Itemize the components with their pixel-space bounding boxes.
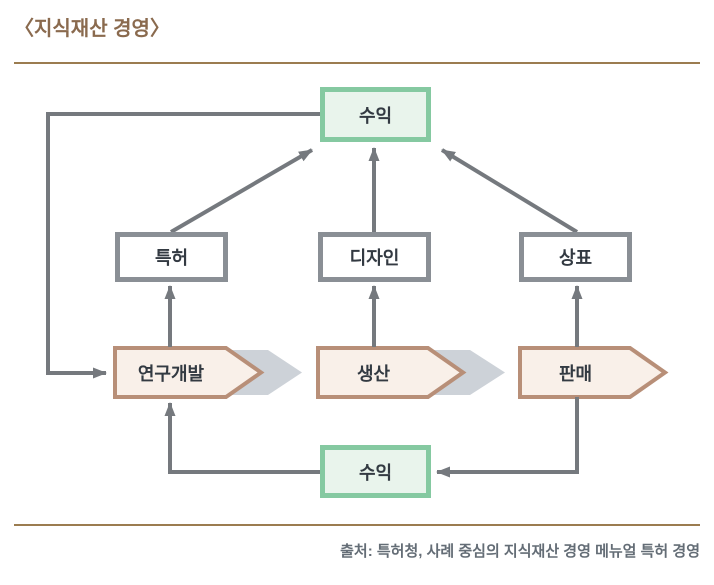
node-rnd-label: 연구개발 bbox=[137, 363, 205, 384]
process-arrow-production-shape bbox=[316, 346, 467, 399]
connector-trademark-to-revenue-top bbox=[440, 148, 579, 234]
connector-patent-to-revenue-top bbox=[169, 148, 314, 234]
connector-revenue-top-to-rnd bbox=[46, 112, 320, 379]
node-design: 디자인 bbox=[318, 232, 431, 282]
node-trademark: 상표 bbox=[519, 232, 632, 282]
process-arrow-rnd-shape bbox=[113, 346, 265, 399]
node-patent: 특허 bbox=[115, 232, 228, 282]
bottom-divider bbox=[14, 524, 700, 526]
connector-revenue-bottom-to-rnd bbox=[164, 402, 320, 474]
connector-sales-to-revenue-bottom bbox=[436, 397, 579, 478]
node-revenue-bottom: 수익 bbox=[320, 445, 431, 498]
process-arrow-sales-shape bbox=[518, 346, 669, 399]
node-revenue-top: 수익 bbox=[320, 87, 431, 142]
page-title: 〈지식재산 경영〉 bbox=[14, 18, 170, 40]
source-caption: 출처: 특허청, 사례 중심의 지식재산 경영 메뉴얼 특허 경영 bbox=[340, 543, 700, 560]
node-sales-label: 판매 bbox=[558, 363, 593, 384]
node-production-label: 생산 bbox=[356, 363, 391, 384]
top-divider bbox=[14, 62, 700, 64]
